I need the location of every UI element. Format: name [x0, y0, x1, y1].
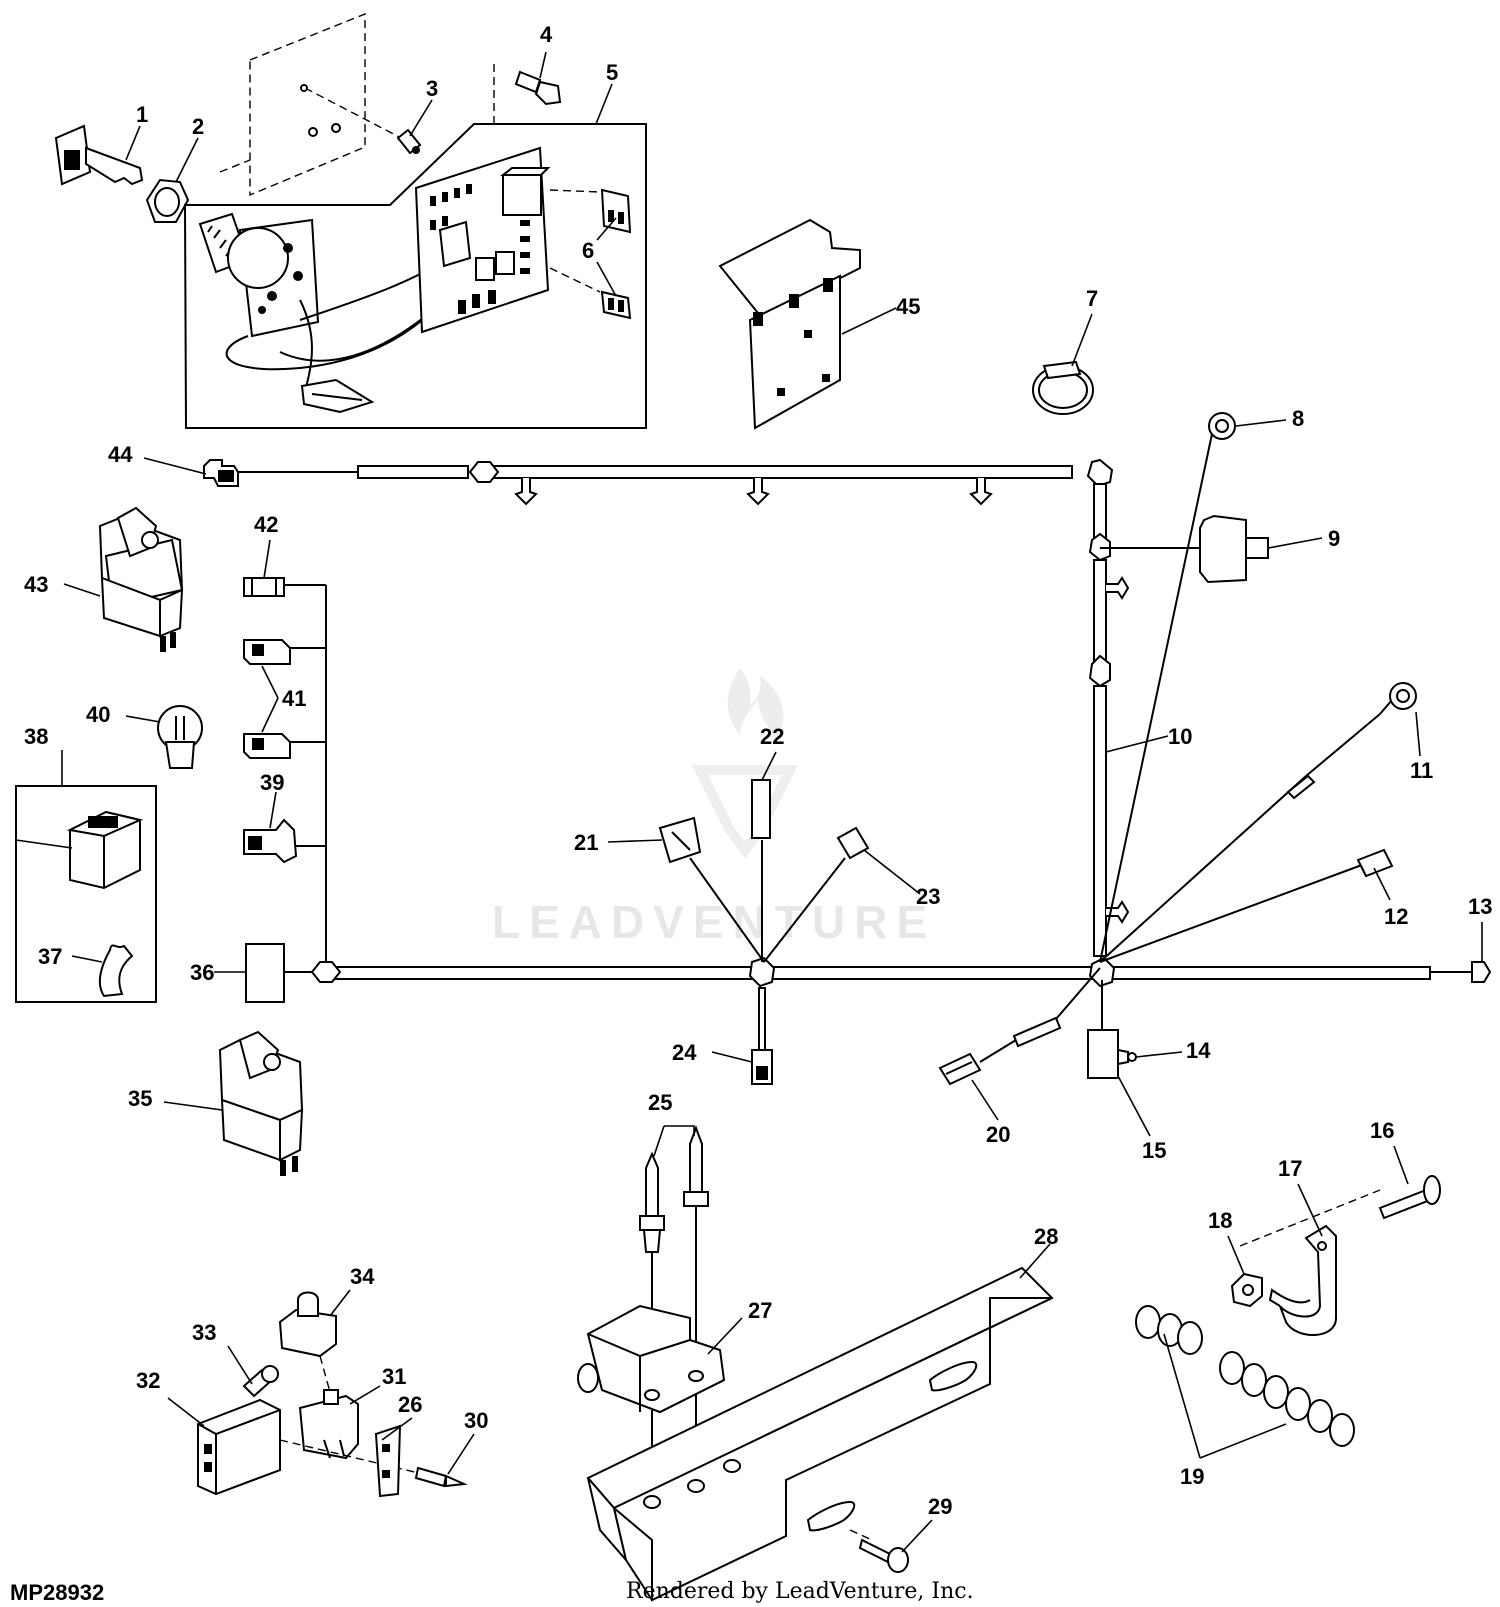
nut-18 — [1230, 1272, 1263, 1308]
callout-27: 27 — [748, 1298, 772, 1323]
callout-31: 31 — [382, 1364, 406, 1389]
relay-bracket — [718, 218, 861, 430]
leader-lines — [15, 51, 1483, 1553]
wire-loom-19 — [1135, 1305, 1355, 1447]
callout-39: 39 — [260, 770, 284, 795]
latch-block — [577, 1304, 726, 1414]
callout-4: 4 — [540, 22, 553, 47]
watermark-text: LEADVENTURE — [492, 896, 936, 948]
callout-45: 45 — [896, 294, 920, 319]
callout-13: 13 — [1468, 894, 1492, 919]
callout-12: 12 — [1384, 904, 1408, 929]
connector-44 — [203, 459, 239, 487]
callout-16: 16 — [1370, 1118, 1394, 1143]
callout-5: 5 — [606, 60, 618, 85]
indicator-bulb — [157, 705, 203, 769]
callout-6: 6 — [582, 238, 594, 263]
callout-2: 2 — [192, 114, 204, 139]
callout-22: 22 — [760, 724, 784, 749]
callout-30: 30 — [464, 1408, 488, 1433]
connector-39 — [243, 818, 298, 864]
connector-41-lower — [243, 733, 291, 759]
rocker-switch-35 — [218, 1030, 304, 1176]
connector-9 — [1199, 514, 1269, 584]
callout-10: 10 — [1168, 724, 1192, 749]
mounting-bracket — [586, 1266, 1054, 1602]
cable-clamp-17 — [1268, 1224, 1337, 1336]
callout-8: 8 — [1292, 406, 1304, 431]
connector-36 — [245, 943, 285, 1003]
connector-41-upper — [243, 639, 291, 665]
callout-14: 14 — [1186, 1038, 1211, 1063]
grommet-13 — [1471, 961, 1492, 983]
callout-15: 15 — [1142, 1138, 1166, 1163]
callout-20: 20 — [986, 1122, 1010, 1147]
callout-44: 44 — [108, 442, 133, 467]
connector-14-15 — [1087, 1029, 1137, 1079]
callout-26: 26 — [398, 1392, 422, 1417]
callout-18: 18 — [1208, 1208, 1232, 1233]
callout-numbers: 1 2 3 4 5 6 7 8 9 10 11 12 13 14 15 16 1… — [24, 22, 1492, 1519]
callout-3: 3 — [426, 76, 438, 101]
hour-meter-box — [15, 785, 157, 1003]
connector-22 — [751, 779, 771, 839]
callout-28: 28 — [1034, 1224, 1058, 1249]
callout-17: 17 — [1278, 1156, 1302, 1181]
callout-29: 29 — [928, 1494, 952, 1519]
callout-32: 32 — [136, 1368, 160, 1393]
callout-35: 35 — [128, 1086, 152, 1111]
callout-36: 36 — [190, 960, 214, 985]
rocker-switch-43 — [98, 506, 184, 652]
callout-33: 33 — [192, 1320, 216, 1345]
callout-24: 24 — [672, 1040, 697, 1065]
spacer — [396, 128, 422, 155]
ignition-assembly — [54, 12, 647, 429]
relay-board — [414, 146, 551, 334]
callout-38: 38 — [24, 724, 48, 749]
ignition-nut — [145, 178, 190, 223]
connector-12 — [1356, 848, 1394, 878]
connector-42 — [243, 577, 285, 597]
callout-41: 41 — [282, 686, 306, 711]
callout-21: 21 — [574, 830, 598, 855]
fuse-lower — [549, 267, 632, 320]
wiring-harness — [238, 433, 1472, 1063]
callout-37: 37 — [38, 944, 62, 969]
bolt-16 — [1239, 1175, 1441, 1247]
seat-switch-group — [197, 1291, 468, 1498]
callout-40: 40 — [86, 702, 110, 727]
figure-id: MP28932 — [10, 1580, 104, 1605]
callout-25: 25 — [648, 1090, 672, 1115]
callout-1: 1 — [136, 102, 148, 127]
connector-24 — [751, 1049, 773, 1085]
callout-11: 11 — [1410, 758, 1433, 783]
watermark: LEADVENTURE — [492, 668, 936, 948]
callout-23: 23 — [916, 884, 940, 909]
connector-21 — [658, 816, 702, 864]
ring-terminal-11 — [1379, 682, 1417, 715]
render-credit: Rendered by LeadVenture, Inc. — [626, 1579, 974, 1604]
hose-clamp — [1032, 360, 1094, 415]
callout-43: 43 — [24, 572, 48, 597]
connector-20 — [938, 1052, 982, 1086]
callout-42: 42 — [254, 512, 278, 537]
callout-34: 34 — [350, 1264, 375, 1289]
key — [54, 124, 144, 186]
callout-19: 19 — [1180, 1464, 1204, 1489]
connector-23 — [836, 826, 870, 860]
bracket-screw — [849, 1529, 909, 1573]
callout-9: 9 — [1328, 526, 1340, 551]
fuse-upper — [549, 188, 632, 234]
ground-ring-8 — [1208, 412, 1236, 440]
callout-7: 7 — [1086, 286, 1098, 311]
